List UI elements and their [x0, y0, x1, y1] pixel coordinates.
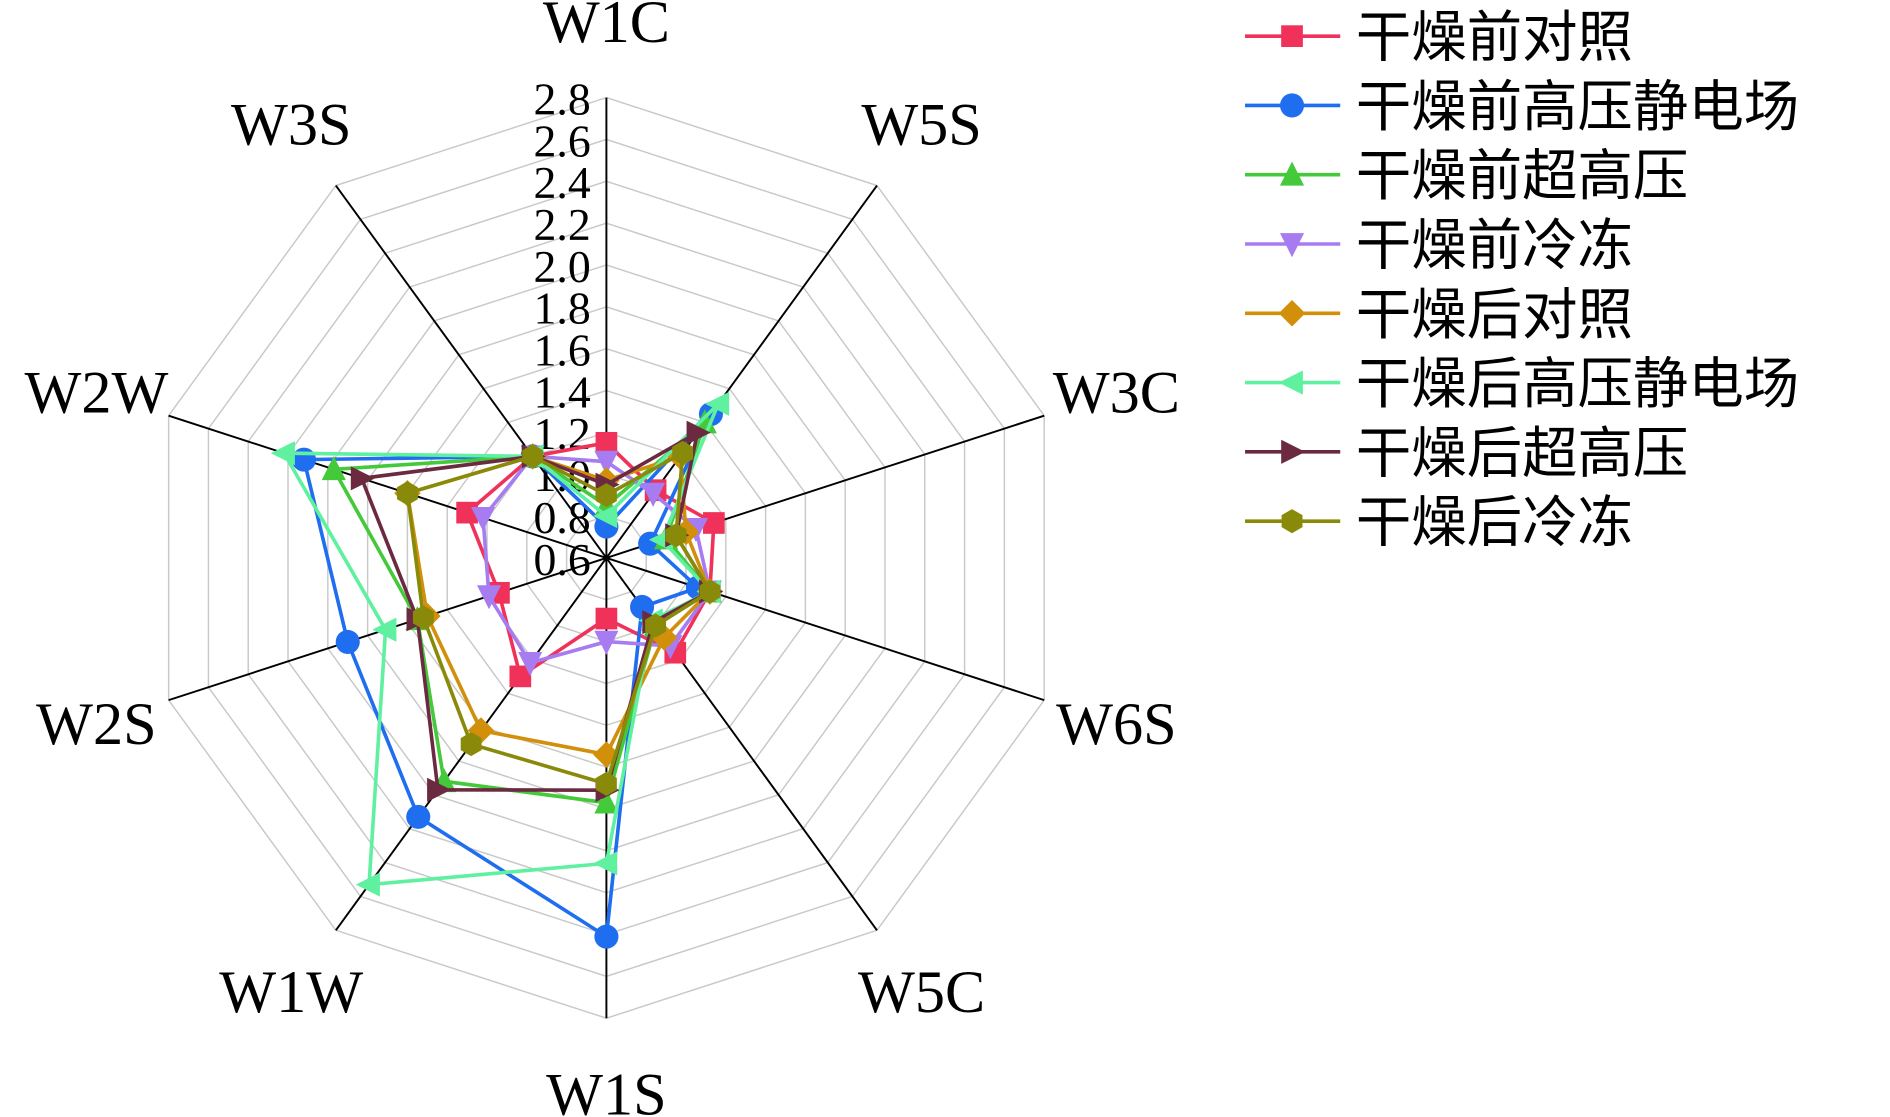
axis-label-w5s: W5S: [861, 92, 981, 159]
legend-label: 干燥前高压静电场: [1356, 76, 1799, 140]
tick-label: 2.2: [534, 199, 591, 250]
axis-label-w6s: W6S: [1056, 691, 1176, 758]
legend-label: 干燥后冷冻: [1356, 492, 1633, 556]
legend-label: 干燥后超高压: [1356, 422, 1688, 486]
axis-label-w5c: W5C: [858, 959, 985, 1026]
data-point: [672, 440, 694, 466]
data-point: [595, 483, 617, 508]
data-point: [518, 651, 543, 677]
legend-item: 干燥前对照: [1245, 7, 1633, 71]
legend-label: 干燥后高压静电场: [1356, 353, 1799, 417]
data-point: [427, 777, 452, 802]
data-point: [595, 431, 618, 454]
tick-label: 1.8: [534, 283, 591, 334]
data-point: [509, 665, 532, 688]
legend-item: 干燥前高压静电场: [1245, 76, 1799, 140]
legend-marker-square-icon: [1281, 25, 1303, 47]
legend-marker-triangle-down-icon: [1279, 233, 1305, 258]
tick-label: 2.4: [534, 157, 591, 208]
data-point: [594, 924, 619, 949]
axis-label-w3s: W3S: [231, 92, 351, 159]
data-point: [593, 851, 618, 876]
data-point: [595, 607, 618, 630]
data-point: [699, 579, 721, 604]
data-point: [372, 617, 397, 642]
axis-label-w1w: W1W: [219, 959, 363, 1026]
data-point: [412, 605, 434, 630]
data-point: [396, 481, 418, 506]
tick-label: 0.6: [534, 534, 591, 585]
axis-line: [606, 556, 1045, 702]
tick-label: 1.4: [534, 366, 591, 417]
data-point: [270, 441, 295, 466]
tick-label: 1.6: [534, 325, 591, 376]
axis-label-w1c: W1C: [543, 0, 670, 56]
legend-label: 干燥前超高压: [1356, 145, 1688, 209]
data-point: [594, 450, 619, 475]
legend-marker-triangle-up-icon: [1279, 161, 1305, 186]
data-point: [291, 447, 316, 472]
legend-item: 干燥后对照: [1245, 284, 1633, 348]
tick-label: 2.6: [534, 115, 591, 166]
axis-label-w3c: W3C: [1053, 360, 1180, 427]
data-point: [593, 504, 618, 529]
legend-marker-hexagon-icon: [1281, 509, 1303, 534]
legend-marker-triangle-left-icon: [1278, 370, 1303, 395]
tick-label: 2.8: [534, 73, 591, 124]
data-point: [595, 771, 617, 796]
legend-item: 干燥前超高压: [1245, 145, 1688, 209]
legend-item: 干燥前冷冻: [1245, 214, 1633, 278]
data-point: [703, 512, 725, 534]
data-point: [705, 391, 730, 416]
legend-item: 干燥后超高压: [1245, 422, 1688, 486]
legend-item: 干燥后高压静电场: [1245, 353, 1799, 417]
data-point: [594, 789, 619, 814]
axis-label-w2s: W2S: [36, 691, 156, 758]
series-layer: [270, 391, 730, 949]
legend-label: 干燥前冷冻: [1356, 214, 1633, 278]
data-point: [470, 506, 496, 532]
series-8: [396, 440, 721, 796]
data-point: [630, 594, 655, 620]
data-point: [476, 585, 502, 610]
axis-line: [168, 414, 607, 559]
data-point: [406, 804, 431, 829]
legend-item: 干燥后冷冻: [1245, 492, 1633, 556]
data-point: [355, 872, 380, 897]
tick-labels: 0.60.81.01.21.41.61.82.02.22.42.62.8: [534, 73, 591, 584]
legend-label: 干燥后对照: [1356, 284, 1633, 348]
data-point: [321, 456, 346, 481]
legend-marker-circle-icon: [1279, 93, 1305, 118]
legend-label: 干燥前对照: [1356, 7, 1633, 71]
legend: 干燥前对照干燥前高压静电场干燥前超高压干燥前冷冻干燥后对照干燥后高压静电场干燥后…: [1245, 7, 1799, 556]
legend-marker-diamond-icon: [1278, 300, 1306, 327]
data-point: [522, 444, 544, 469]
data-point: [645, 613, 667, 638]
tick-label: 2.0: [534, 241, 591, 292]
data-point: [335, 629, 360, 654]
legend-marker-triangle-right-icon: [1281, 439, 1306, 464]
axis-line: [605, 184, 878, 559]
axis-label-w1s: W1S: [546, 1062, 666, 1117]
data-point: [594, 630, 619, 655]
data-point: [350, 466, 375, 491]
data-point: [460, 732, 482, 757]
data-point: [686, 420, 711, 445]
axis-labels: W1C W5S W3C W6S W5C W1S W1W W2S W2W W3S: [25, 0, 1180, 1117]
data-point: [665, 523, 687, 548]
axis-line: [335, 184, 608, 559]
data-point: [641, 482, 666, 507]
axis-label-w2w: W2W: [25, 360, 169, 427]
